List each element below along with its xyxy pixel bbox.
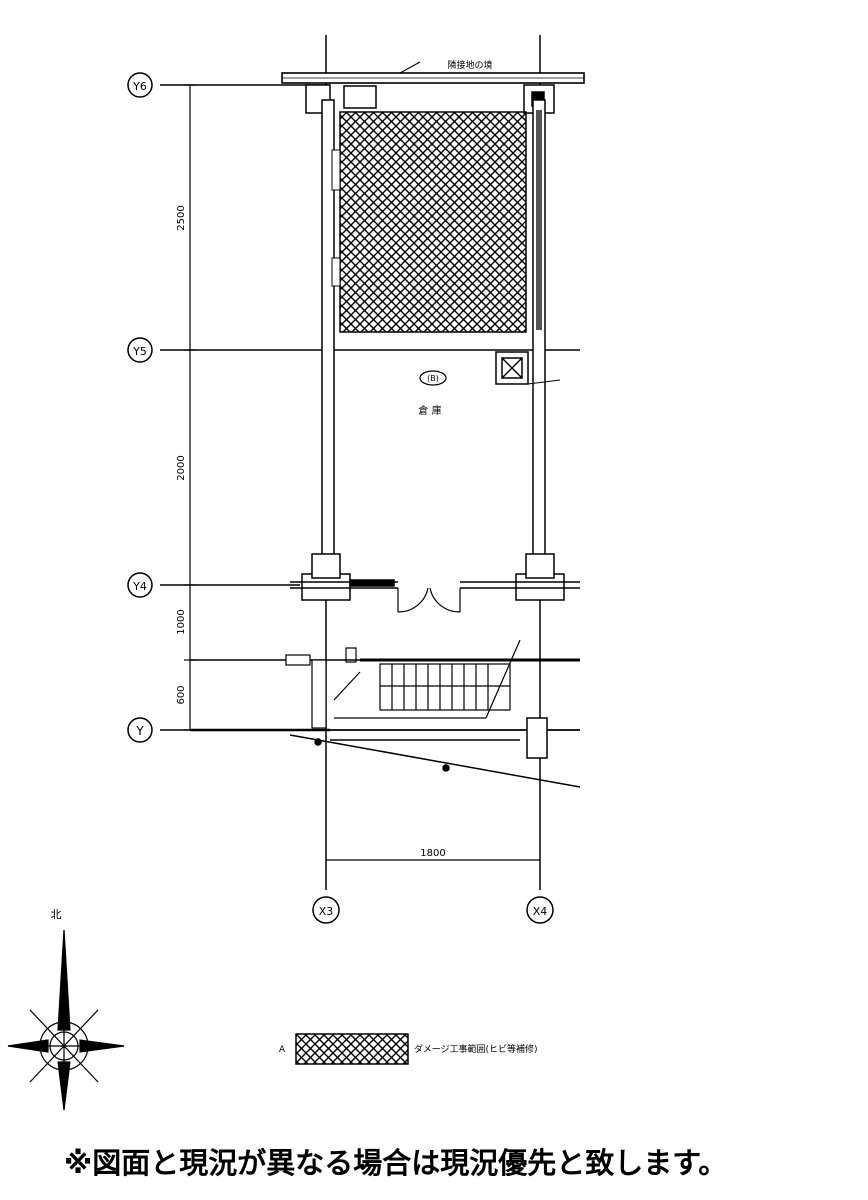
room-name: 倉 庫: [418, 404, 441, 417]
equipment-box: [495, 351, 561, 385]
dimension-y6-y5: 2500: [176, 205, 187, 230]
legend-text: ダメージ工事範囲(ヒビ等補修): [414, 1043, 538, 1055]
grid-label-y5: Y5: [132, 345, 147, 358]
north-label: 北: [51, 908, 62, 921]
damage-area-hatched: [339, 111, 527, 333]
y-grid-bubble-y6: Y6: [127, 72, 153, 98]
compass-icon: [7, 929, 125, 1111]
y-grid-bubble-y5: Y5: [127, 337, 153, 363]
walls: [321, 99, 546, 573]
top-boundary-wall: [281, 61, 585, 84]
front-wall: [290, 579, 580, 589]
grid-label-y4: Y4: [132, 580, 147, 593]
footnote: ※図面と現況が異なる場合は現況優先と致します。: [64, 1146, 728, 1180]
top-columns: [305, 84, 555, 114]
x-grid-bubble-x4: X4: [526, 896, 554, 924]
legend-marker: A: [279, 1045, 286, 1055]
lower-columns: [301, 553, 565, 601]
dimension-lower-y: 600: [176, 685, 187, 704]
y-grid-bubble-y4: Y4: [127, 572, 153, 598]
grid-label-x4: X4: [533, 905, 548, 918]
top-edge-note: 隣接地の境: [447, 59, 492, 71]
grid-label-y3: Y: [135, 724, 144, 738]
grid-label-y6: Y6: [132, 80, 147, 93]
x-grid-bubble-x3: X3: [312, 896, 340, 924]
y-grid-bubble-y3: Y: [127, 717, 153, 743]
floor-plan: Y6 Y5 Y4 Y X3 X4 2500 2000 1000 600 1800: [7, 35, 585, 1111]
staircase: [285, 639, 580, 729]
room-id: (B): [427, 374, 439, 383]
dimension-x3-x4: 1800: [420, 848, 445, 859]
grid-label-x3: X3: [319, 905, 334, 918]
site-boundary: [190, 717, 581, 788]
double-door: [397, 587, 461, 613]
dimension-y5-y4: 2000: [176, 455, 187, 480]
dimension-y4-lower: 1000: [176, 609, 187, 634]
legend-hatch-swatch: [295, 1033, 409, 1065]
